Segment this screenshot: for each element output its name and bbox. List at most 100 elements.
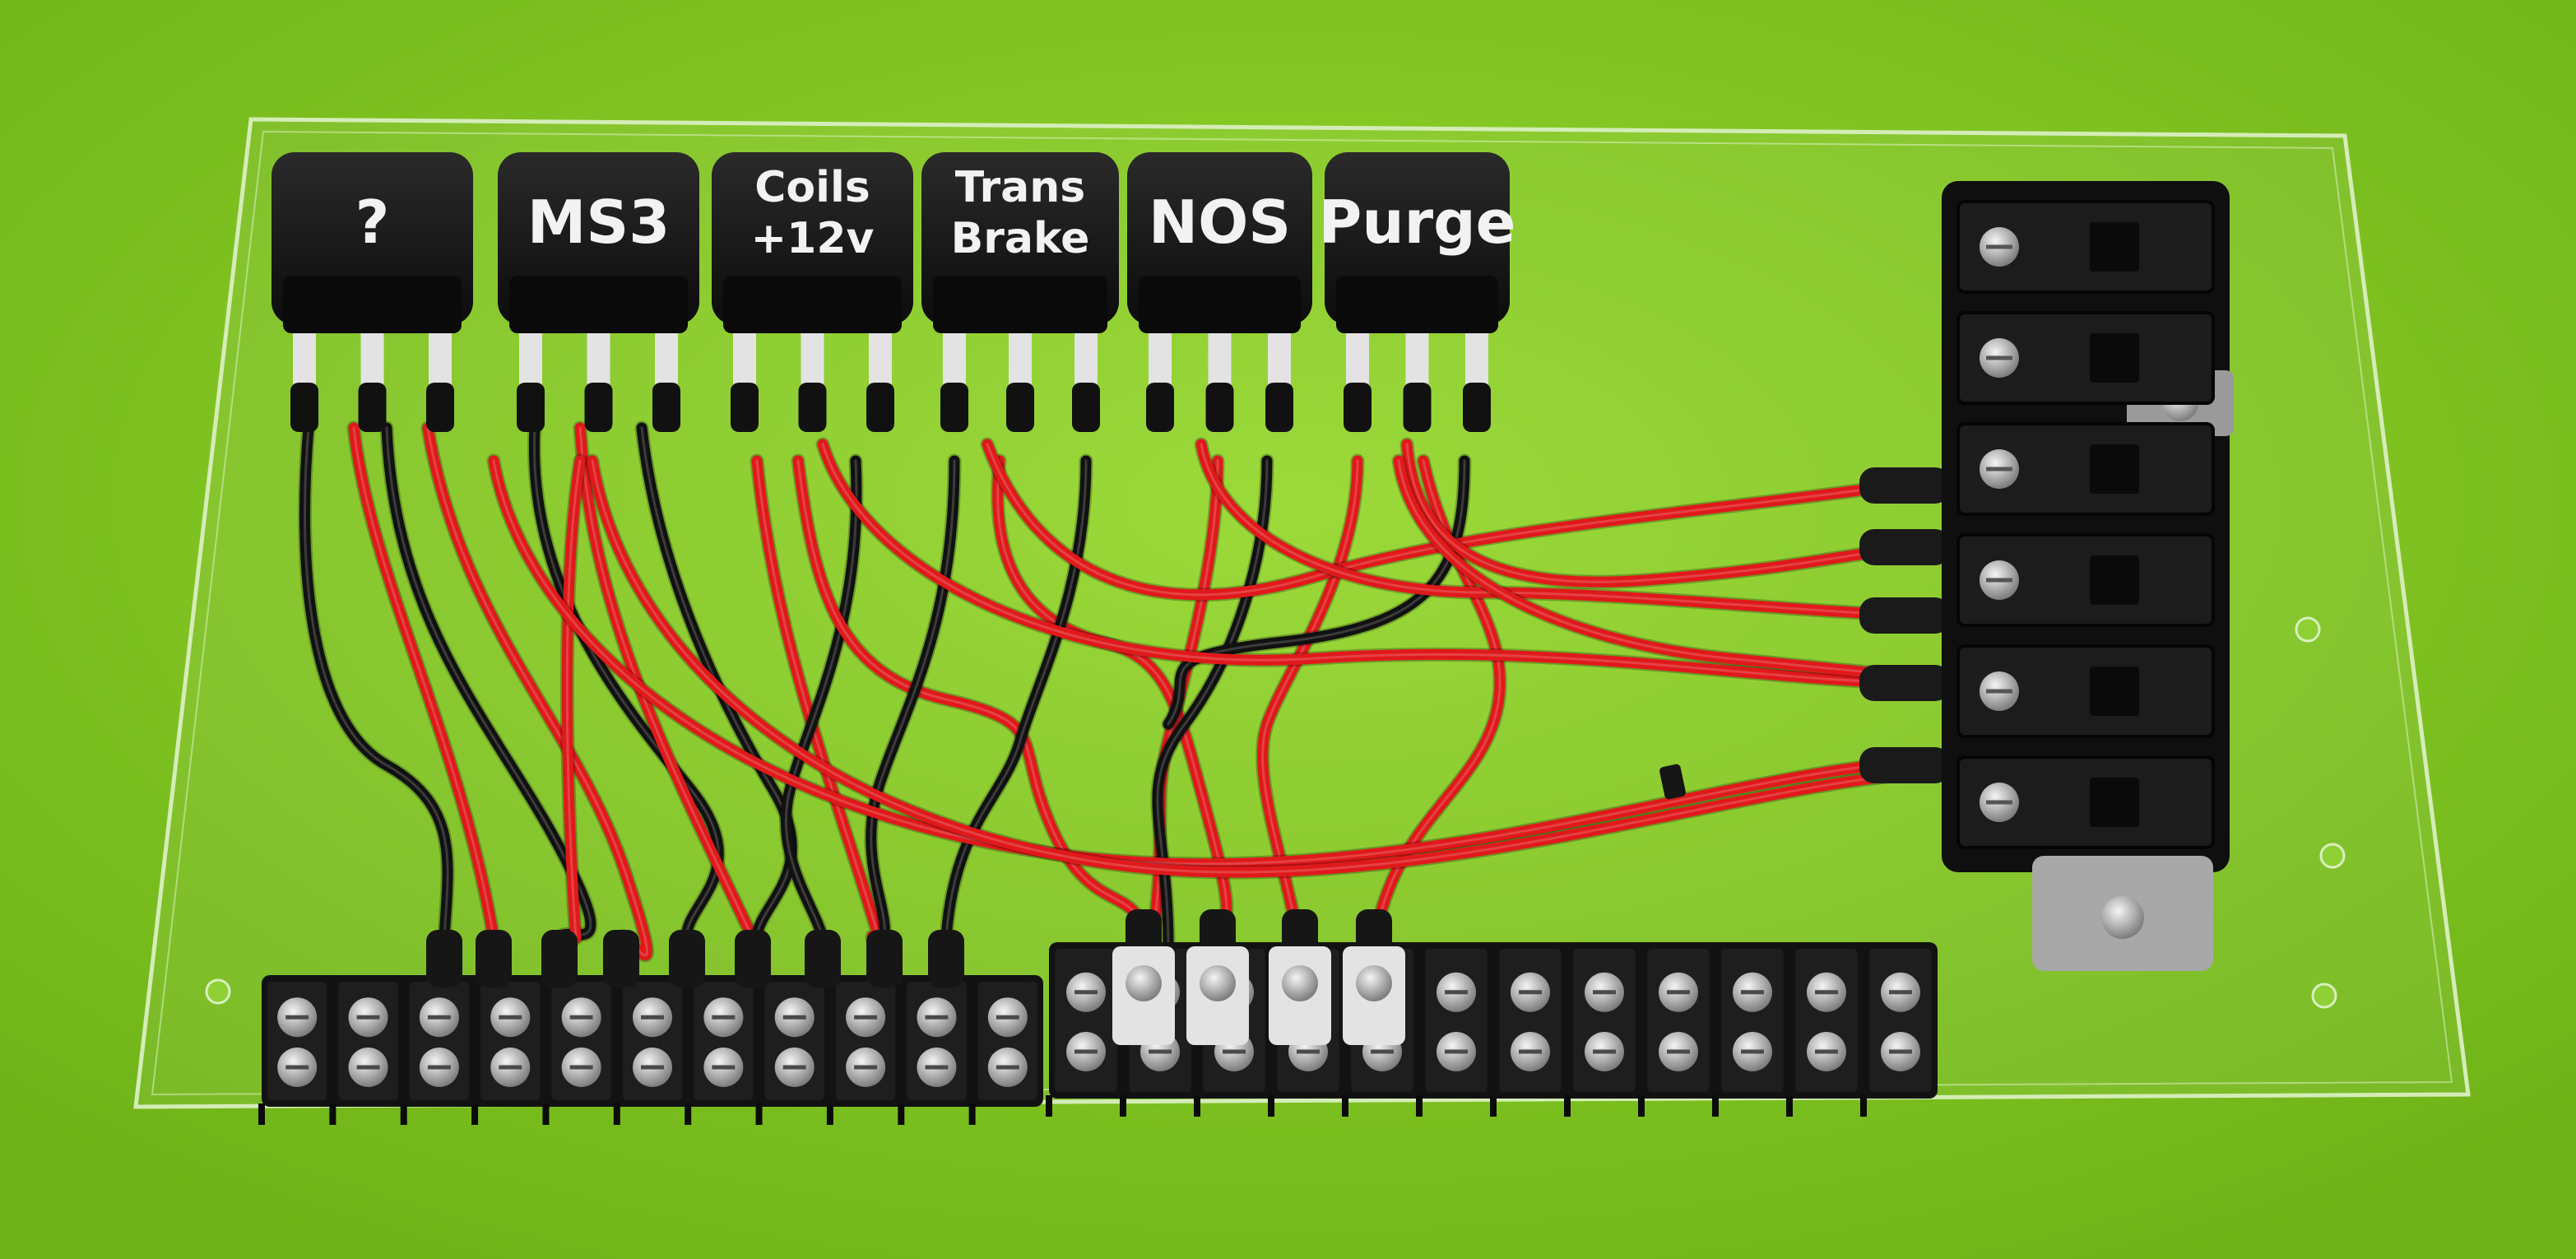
terminal-divider <box>1564 1095 1571 1117</box>
relay-label: NOS <box>1149 188 1291 257</box>
terminal-divider <box>471 1103 479 1125</box>
relay-pin <box>1346 317 1369 399</box>
relay-pin <box>733 317 756 399</box>
fuse-socket <box>2090 222 2139 272</box>
relay-pin-sleeve <box>517 383 545 432</box>
wire-highlight <box>784 459 858 940</box>
screw-icon <box>1282 965 1318 1001</box>
wire-highlight <box>352 426 495 940</box>
fuse-socket <box>2090 555 2139 605</box>
relay-pin-sleeve <box>1205 383 1234 432</box>
terminal-divider <box>1194 1095 1200 1117</box>
fuse-block <box>1942 181 2234 971</box>
black-wire <box>1152 455 1273 952</box>
terminal-divider <box>898 1103 905 1125</box>
relay-pin <box>655 317 678 399</box>
terminal-divider <box>1490 1095 1497 1117</box>
wire-lug-sleeve <box>603 930 639 987</box>
fuse-slot <box>1956 200 2215 294</box>
relay-pin <box>1149 317 1172 399</box>
heat-shrink-sleeve <box>1859 665 1950 701</box>
relay-pin-sleeve <box>1265 383 1293 432</box>
wire-lug-sleeve <box>669 930 705 987</box>
relay-r3: Coils+12v <box>712 152 913 432</box>
relay-pin <box>587 317 610 399</box>
relay-pin <box>1074 317 1098 399</box>
relay-pin <box>801 317 824 399</box>
relay-label: Trans <box>955 163 1085 212</box>
wire-highlight <box>821 443 1927 685</box>
relay-r2: MS3 <box>498 152 699 432</box>
relay-pin-sleeve <box>731 383 759 432</box>
wire-highlight <box>385 426 592 940</box>
heat-shrink-sleeve <box>1859 747 1950 783</box>
heat-shrink-sleeve <box>1859 597 1950 634</box>
relay-label: MS3 <box>527 188 671 257</box>
relay-pin-sleeve <box>358 383 387 432</box>
terminal-strips <box>258 909 1938 1125</box>
wire-highlight <box>565 459 582 940</box>
terminal-strip-right <box>1046 942 1938 1117</box>
relay-pin-sleeve <box>1072 383 1100 432</box>
wiring-harness <box>297 420 1950 965</box>
relay-pin <box>293 317 316 399</box>
relay-r6: Purge <box>1319 152 1516 432</box>
relay-pin <box>360 317 384 399</box>
relay-socket <box>723 276 902 333</box>
fuse-slot <box>1956 533 2215 627</box>
relay-pin-sleeve <box>426 383 454 432</box>
relay-socket <box>509 276 688 333</box>
relay-pin-sleeve <box>290 383 318 432</box>
black-wire <box>940 455 1092 944</box>
relay-pin <box>943 317 966 399</box>
terminal-divider <box>1712 1095 1719 1117</box>
terminal-divider <box>1786 1095 1793 1117</box>
relay-pin-sleeve <box>1463 383 1491 432</box>
relay-label: Purge <box>1319 188 1516 257</box>
screw-icon <box>1200 965 1236 1001</box>
relay-pin-sleeve <box>1006 383 1034 432</box>
relay-pin-sleeve <box>1146 383 1174 432</box>
terminal-strip-left <box>258 975 1043 1125</box>
terminal-divider <box>755 1103 763 1125</box>
wire-highlight <box>303 426 449 940</box>
terminal-divider <box>1638 1095 1645 1117</box>
fuse-slot <box>1956 311 2215 405</box>
relay-label: +12v <box>751 214 875 263</box>
wire-lug-sleeve <box>805 930 841 987</box>
screw-icon <box>2101 896 2144 939</box>
terminal-divider <box>542 1103 550 1125</box>
terminal-divider <box>329 1103 337 1125</box>
wire-highlight <box>1405 443 1927 583</box>
mounting-holes <box>205 616 2346 1009</box>
fuse-socket <box>2090 333 2139 383</box>
relay-pin <box>1405 317 1429 399</box>
relay-pin <box>1009 317 1032 399</box>
terminal-divider <box>1046 1095 1052 1117</box>
black-wire <box>381 422 596 944</box>
terminal-divider <box>826 1103 833 1125</box>
relay-r1: ? <box>272 152 473 432</box>
terminal-divider <box>1120 1095 1126 1117</box>
relay-pin-sleeve <box>652 383 680 432</box>
wire-highlight <box>1200 443 1927 617</box>
zip-tie <box>1659 764 1686 800</box>
relay-pin-sleeve <box>584 383 613 432</box>
red-wire <box>587 455 1931 878</box>
fuse-slot <box>1956 644 2215 738</box>
fuse-slot <box>1956 755 2215 849</box>
terminal-divider <box>1416 1095 1423 1117</box>
red-wire <box>1195 439 1931 621</box>
terminal-divider <box>1342 1095 1348 1117</box>
wire-lug-sleeve <box>735 930 771 987</box>
relay-pin <box>1465 317 1488 399</box>
relay-pin <box>1208 317 1232 399</box>
relay-r5: NOS <box>1127 152 1312 432</box>
terminal-divider <box>400 1103 407 1125</box>
wire-lug-sleeve <box>476 930 512 987</box>
wire-lug-sleeve <box>866 930 903 987</box>
red-wire <box>1401 439 1931 588</box>
